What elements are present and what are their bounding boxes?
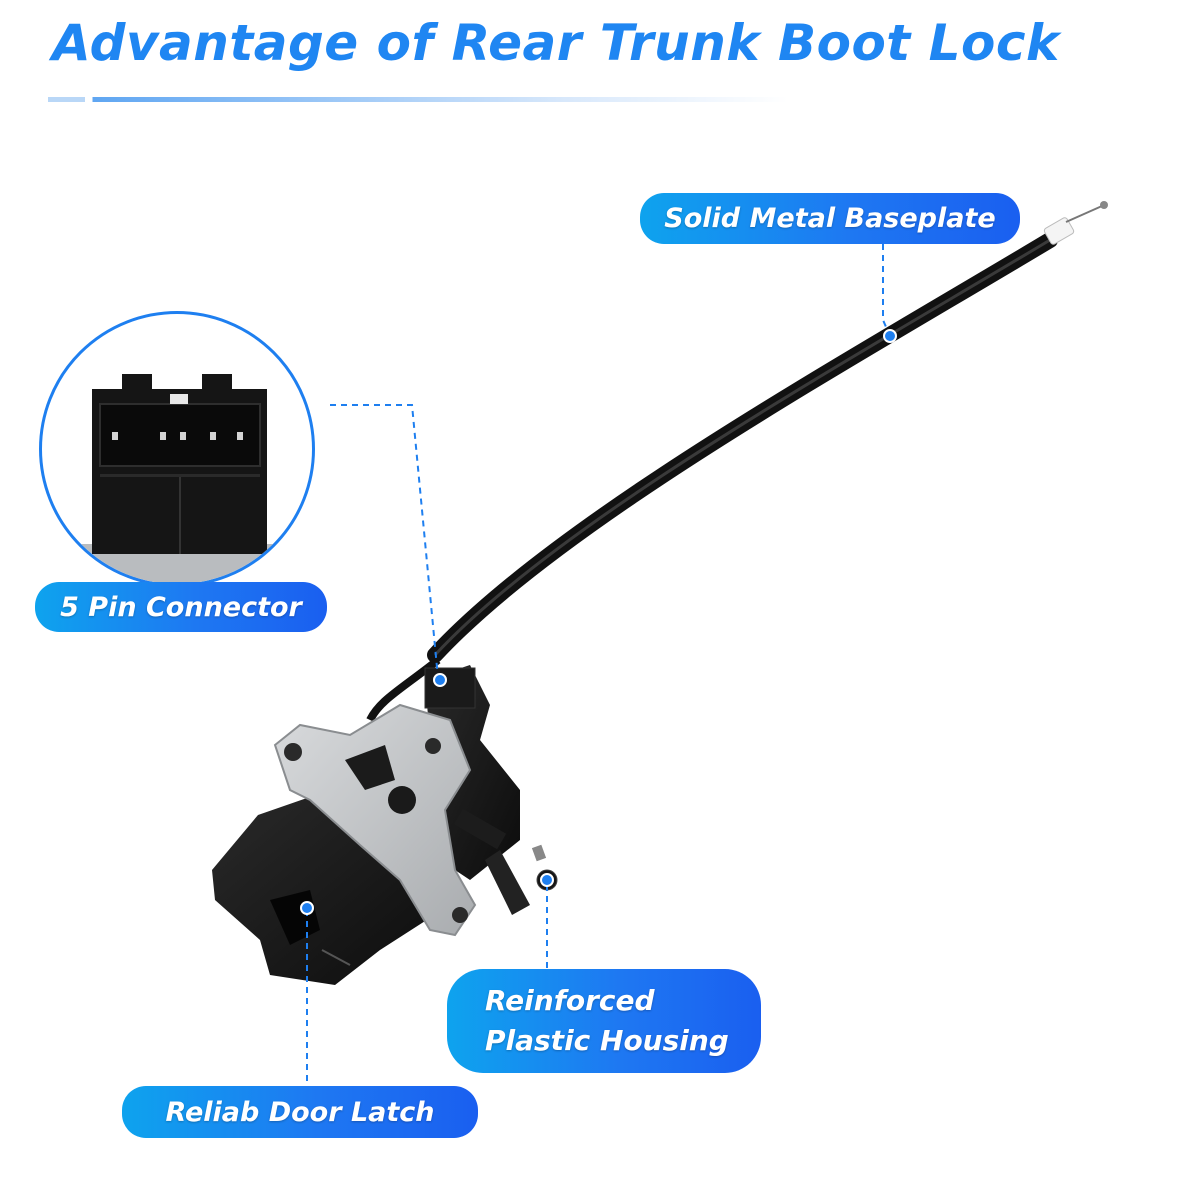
callout-housing-line2: Plastic Housing — [485, 1024, 729, 1057]
callout-dot-icon — [300, 901, 314, 915]
connector-closeup — [72, 374, 312, 584]
connector-zoom-inset — [39, 311, 315, 587]
callout-dot-icon — [433, 673, 447, 687]
cable — [366, 201, 1108, 722]
cable-ball-end — [1100, 201, 1108, 209]
callout-dot-icon — [883, 329, 897, 343]
leader-baseplate — [882, 244, 891, 337]
callout-housing-line1: Reinforced — [485, 984, 655, 1017]
title-underline — [48, 97, 788, 102]
callout-dot-icon — [540, 873, 554, 887]
leader-connector — [330, 404, 439, 679]
callout-solid-metal-baseplate: Solid Metal Baseplate — [640, 193, 1020, 244]
callout-lines — [306, 244, 891, 1085]
metal-baseplate — [273, 703, 477, 937]
callout-reliab-door-latch: Reliab Door Latch — [122, 1086, 478, 1138]
cable-end-cap — [1043, 217, 1075, 245]
page-title: Advantage of Rear Trunk Boot Lock — [52, 14, 1060, 72]
callout-reinforced-plastic-housing: Reinforced Plastic Housing — [447, 969, 761, 1073]
callout-5-pin-connector: 5 Pin Connector — [35, 582, 327, 632]
